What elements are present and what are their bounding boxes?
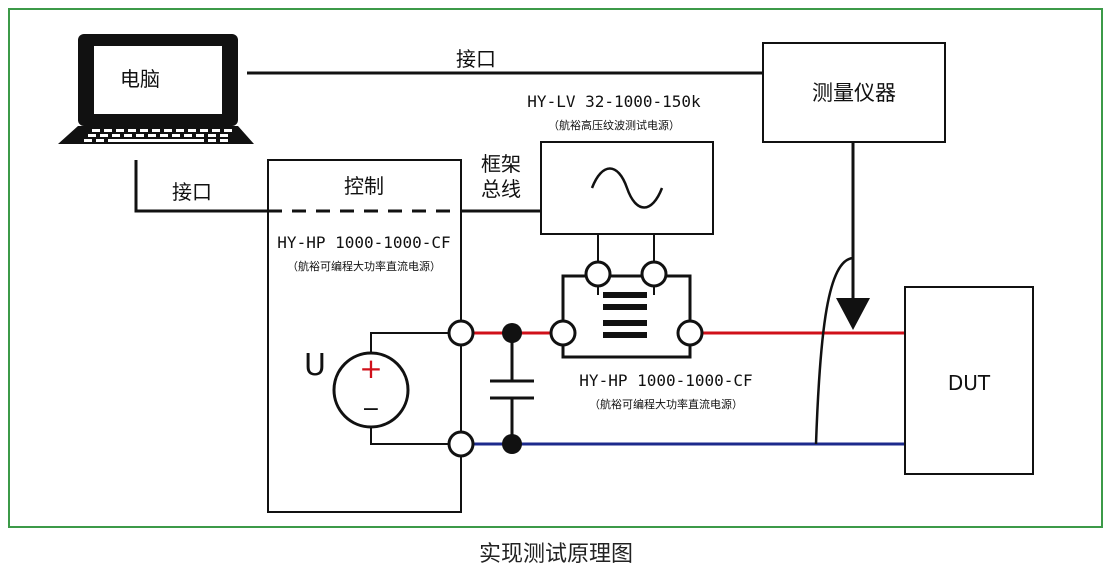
ripple-source-box	[540, 141, 714, 235]
coupler-terminal-top-left	[584, 260, 612, 288]
coupling-box	[561, 274, 692, 359]
coupler-terminal-left	[549, 319, 577, 347]
junction-dot-top	[502, 323, 522, 343]
interface-line-left	[134, 160, 268, 213]
output-terminal-positive	[447, 319, 475, 347]
laptop-icon	[58, 34, 254, 144]
instrument-label: 测量仪器	[812, 81, 896, 105]
diagram-frame	[8, 8, 1103, 528]
left-interface-label: 接口	[172, 180, 212, 204]
test-principle-diagram: 电脑 测量仪器 接口 接口 控制 HY-HP 1000-1000-CF （航裕可…	[8, 8, 1103, 528]
diagram-caption: 实现测试原理图	[478, 542, 633, 567]
output-terminal-negative	[447, 430, 475, 458]
sine-wave-icon	[590, 167, 664, 209]
bus-label-line2: 总线	[481, 177, 521, 201]
top-interface-label: 接口	[456, 47, 496, 71]
lower-source-model: HY-HP 1000-1000-CF	[579, 371, 752, 390]
probe-arrow-icon	[836, 298, 870, 330]
source-lead-top	[370, 332, 461, 357]
transformer-core-bottom	[603, 320, 647, 326]
laptop-label: 电脑	[120, 67, 160, 91]
bus-label-line1: 框架	[481, 152, 521, 176]
voltage-source-icon	[332, 351, 410, 429]
transformer-core-bottom2	[603, 332, 647, 338]
transformer-core-top2	[603, 304, 647, 310]
ripple-model: HY-LV 32-1000-150k	[527, 92, 701, 111]
dut-label: DUT	[948, 371, 991, 395]
ripple-desc: （航裕高压纹波测试电源）	[548, 118, 680, 132]
source-plus: +	[359, 352, 382, 385]
dut-box	[904, 286, 1034, 475]
coupler-terminal-top-right	[640, 260, 668, 288]
junction-dot-bottom	[502, 434, 522, 454]
voltage-symbol: U	[304, 348, 326, 383]
control-label: 控制	[344, 174, 384, 198]
transformer-core-top	[603, 292, 647, 298]
control-desc: （航裕可编程大功率直流电源）	[287, 259, 441, 273]
coupler-terminal-right	[676, 319, 704, 347]
control-box	[267, 159, 462, 513]
source-lead-bottom	[370, 423, 461, 445]
lower-source-desc: （航裕可编程大功率直流电源）	[589, 397, 743, 411]
source-minus: −	[362, 397, 380, 422]
probe-loop	[814, 256, 854, 445]
control-model: HY-HP 1000-1000-CF	[277, 233, 450, 252]
